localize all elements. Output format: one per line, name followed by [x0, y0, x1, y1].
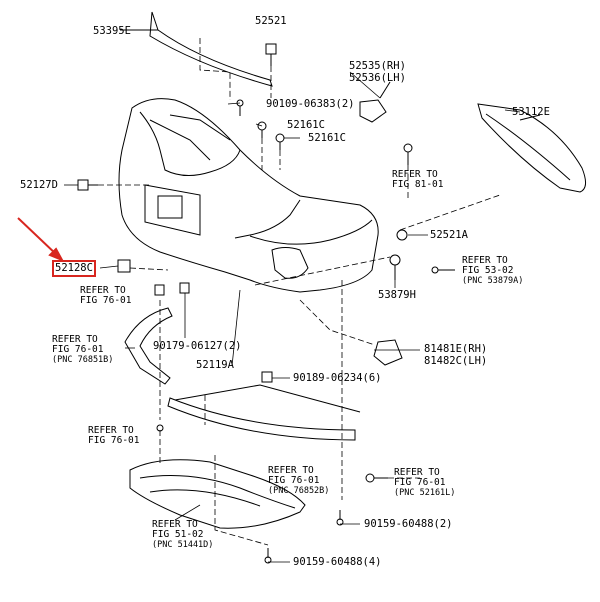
refer-line: REFER TO [462, 255, 508, 266]
bracket-52535 [359, 99, 387, 123]
undercover-51441d [129, 459, 306, 529]
label-90179: 90179-06127(2) [153, 340, 242, 352]
pnc-line: (PNC 51441D) [152, 540, 214, 550]
refer-fig-51-02: REFER TO FIG 51-02 (PNC 51441D) [152, 519, 214, 551]
fig-line: FIG 51-02 [152, 529, 204, 540]
fig-line: FIG 53-02 [462, 265, 514, 276]
clip-52161c-a [257, 121, 267, 138]
refer-line: REFER TO [52, 334, 98, 345]
label-52161c-b: 52161C [308, 132, 346, 144]
label-52521a: 52521A [430, 229, 468, 241]
label-52161c-a: 52161C [287, 119, 325, 131]
bolt-90159-b [264, 548, 272, 564]
pnc-line: (PNC 52161L) [394, 488, 456, 498]
screw-53879 [431, 266, 455, 274]
grille-53112e [477, 103, 586, 193]
moulding-76852b [167, 397, 356, 441]
clip-52127d [77, 179, 98, 191]
fig-line: FIG 76-01 [52, 344, 104, 355]
fig-line: FIG 76-01 [268, 475, 320, 486]
fastener-81-01 [403, 143, 413, 165]
label-90159-a: 90159-60488(2) [364, 518, 453, 530]
refer-line: REFER TO [88, 425, 134, 436]
fig-line: FIG 76-01 [80, 295, 132, 306]
fig-line: FIG 81-01 [392, 179, 444, 190]
label-52521: 52521 [255, 15, 287, 27]
label-81481e: 81481E(RH) [424, 343, 488, 355]
pnc-line: (PNC 53879A) [462, 276, 524, 286]
pnc-line: (PNC 76852B) [268, 486, 330, 496]
clip-52521a [396, 229, 408, 241]
clip-90189 [261, 371, 273, 383]
clip-52161l [365, 473, 388, 483]
bolt-90109 [236, 99, 244, 116]
clip-53879h [389, 254, 401, 280]
label-81482c: 81482C(LH) [424, 355, 488, 367]
spoiler-76851b [124, 307, 173, 385]
label-52127d: 52127D [20, 179, 58, 191]
clip-52161c-b [275, 133, 285, 150]
refer-fig-76-01-e: REFER TO FIG 76-01 (PNC 52161L) [394, 467, 456, 499]
refer-line: REFER TO [268, 465, 314, 476]
label-53879h: 53879H [378, 289, 416, 301]
label-90189: 90189-06234(6) [293, 372, 382, 384]
bolt-90159-a [336, 510, 344, 526]
fig-line: FIG 76-01 [394, 477, 446, 488]
refer-fig-76-01-d: REFER TO FIG 76-01 (PNC 76852B) [268, 465, 330, 497]
retainer-strip-53395e [149, 11, 273, 87]
refer-fig-76-01-c: REFER TO FIG 76-01 [88, 426, 139, 446]
label-90109: 90109-06383(2) [266, 98, 355, 110]
cap-52128c [117, 259, 131, 273]
refer-line: REFER TO [80, 285, 126, 296]
refer-line: REFER TO [392, 169, 438, 180]
clip-52521 [265, 43, 277, 66]
refer-line: REFER TO [152, 519, 198, 530]
refer-fig-53-02: REFER TO FIG 53-02 (PNC 53879A) [462, 255, 524, 287]
label-52535: 52535(RH) [349, 60, 406, 72]
label-90159-b: 90159-60488(4) [293, 556, 382, 568]
label-53395e: 53395E [93, 25, 131, 37]
refer-fig-76-01-b: REFER TO FIG 76-01 (PNC 76851B) [52, 334, 114, 366]
label-52536: 52536(LH) [349, 72, 406, 84]
refer-fig-76-01-a: REFER TO FIG 76-01 [80, 286, 131, 306]
nut-90179 [154, 282, 190, 296]
label-52119a: 52119A [196, 359, 234, 371]
refer-fig-81-01: REFER TO FIG 81-01 [392, 170, 443, 190]
label-53112e: 53112E [512, 106, 550, 118]
bumper-cover [118, 98, 379, 293]
red-arrow-icon [17, 217, 65, 263]
fig-line: FIG 76-01 [88, 435, 140, 446]
pnc-line: (PNC 76851B) [52, 355, 114, 365]
fog-cover-81481e [373, 339, 403, 366]
label-52128c-highlighted: 52128C [52, 260, 96, 277]
refer-line: REFER TO [394, 467, 440, 478]
